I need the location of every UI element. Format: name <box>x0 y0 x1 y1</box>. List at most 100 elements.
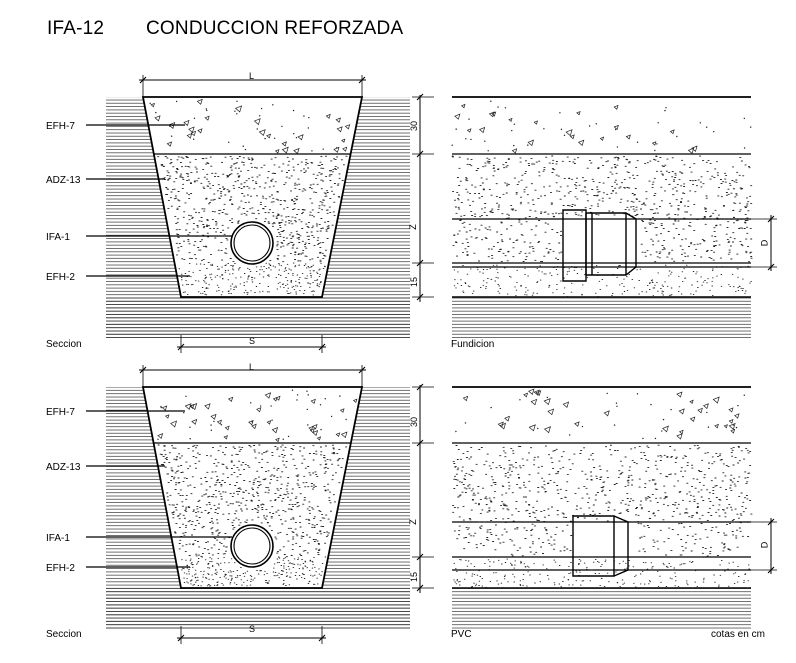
aggregate-dot <box>513 144 515 147</box>
aggregate-mark <box>530 398 538 406</box>
aggregate-dot <box>616 146 619 148</box>
aggregate-mark <box>662 425 669 433</box>
trench-outline <box>141 386 364 589</box>
aggregate-dot <box>210 424 212 426</box>
profile-soil <box>452 588 751 630</box>
aggregate-dot <box>160 405 162 408</box>
aggregate-mark <box>462 395 469 402</box>
aggregate-dot <box>157 438 159 441</box>
pipe-outer <box>230 524 274 568</box>
dimension-tick <box>139 366 147 374</box>
aggregate-mark <box>248 419 254 426</box>
aggregate-mark <box>504 415 510 422</box>
depth-label-15: 15 <box>409 276 420 288</box>
aggregate-dot <box>490 100 492 102</box>
aggregate-mark <box>678 429 684 435</box>
aggregate-mark <box>191 418 198 425</box>
aggregate-dot <box>451 144 453 146</box>
depth-label-30: 30 <box>409 120 420 132</box>
aggregate-dot <box>455 128 457 130</box>
aggregate-dot <box>256 128 258 130</box>
depth-label-z: Z <box>407 519 418 525</box>
depth-label-z: Z <box>407 224 418 230</box>
aggregate-dot <box>320 428 322 431</box>
aggregate-dot <box>676 135 678 138</box>
aggregate-mark <box>253 118 261 126</box>
label-adz13: ADZ-13 <box>46 175 81 186</box>
aggregate-mark <box>275 437 280 443</box>
pipe-dim-label-d: D <box>759 239 770 247</box>
aggregate-mark <box>728 407 734 413</box>
aggregate-dot <box>192 138 195 140</box>
aggregate-dot <box>455 430 457 433</box>
aggregate-mark <box>613 124 619 131</box>
aggregate-mark <box>188 126 195 133</box>
dimension-tick <box>416 93 424 101</box>
aggregate-dot <box>511 129 513 132</box>
aggregate-mark <box>190 130 197 137</box>
aggregate-dot <box>464 422 467 424</box>
soil-bottom <box>106 297 410 339</box>
aggregate-dot <box>307 424 309 426</box>
aggregate-mark <box>312 430 319 436</box>
aggregate-dot <box>189 426 191 428</box>
aggregate-mark <box>691 145 698 152</box>
aggregate-dot <box>306 408 308 411</box>
aggregate-mark <box>603 410 610 417</box>
aggregate-mark <box>271 427 279 434</box>
dimension-tick <box>416 150 424 158</box>
aggregate-dot <box>654 437 657 440</box>
aggregate-dot <box>242 145 244 147</box>
dimension-tick <box>767 215 775 223</box>
profile-caption: PVC <box>451 629 472 640</box>
aggregate-dot <box>606 392 608 395</box>
aggregate-dot <box>213 420 215 423</box>
dimension-tick <box>139 76 147 84</box>
aggregate-dot <box>737 404 739 407</box>
aggregate-dot <box>705 126 708 128</box>
aggregate-mark <box>669 129 675 135</box>
aggregate-mark <box>535 390 542 396</box>
aggregate-mark <box>689 416 696 422</box>
aggregate-mark <box>569 134 575 140</box>
aggregate-dot <box>543 128 545 130</box>
aggregate-mark <box>478 126 486 134</box>
aggregate-dot <box>749 126 752 128</box>
aggregate-dot <box>650 403 652 406</box>
aggregate-mark <box>676 433 683 440</box>
soil-right <box>106 97 410 339</box>
depth-label-30: 30 <box>409 416 420 428</box>
aggregate-dot <box>185 395 187 397</box>
soil-bottom <box>106 588 410 630</box>
aggregate-mark <box>576 110 581 116</box>
aggregate-dot <box>465 138 467 140</box>
aggregate-mark <box>170 420 178 428</box>
aggregate-mark <box>454 113 461 120</box>
aggregate-mark <box>341 138 346 143</box>
aggregate-mark <box>308 425 314 431</box>
dimension-tick <box>416 553 424 561</box>
aggregate-mark <box>223 435 228 440</box>
aggregate-dot <box>308 116 310 119</box>
aggregate-mark <box>336 126 343 133</box>
aggregate-dot <box>487 150 489 152</box>
aggregate-mark <box>687 147 695 155</box>
pipe-outer <box>230 221 274 265</box>
dimension-tick <box>767 263 775 271</box>
aggregate-mark <box>528 424 536 432</box>
profile-caption: Fundicion <box>451 339 495 350</box>
dimension-tick <box>416 383 424 391</box>
label-efh2: EFH-2 <box>46 563 75 574</box>
aggregate-mark <box>266 420 272 425</box>
aggregate-dot <box>311 150 313 152</box>
aggregate-mark <box>335 432 341 437</box>
aggregate-dot <box>296 394 299 396</box>
label-efh2: EFH-2 <box>46 272 75 283</box>
aggregate-mark <box>676 391 683 398</box>
aggregate-dot <box>595 123 598 125</box>
label-efh7: EFH-7 <box>46 407 75 418</box>
aggregate-dot <box>228 141 230 143</box>
aggregate-mark <box>723 424 728 429</box>
aggregate-mark <box>316 436 322 441</box>
